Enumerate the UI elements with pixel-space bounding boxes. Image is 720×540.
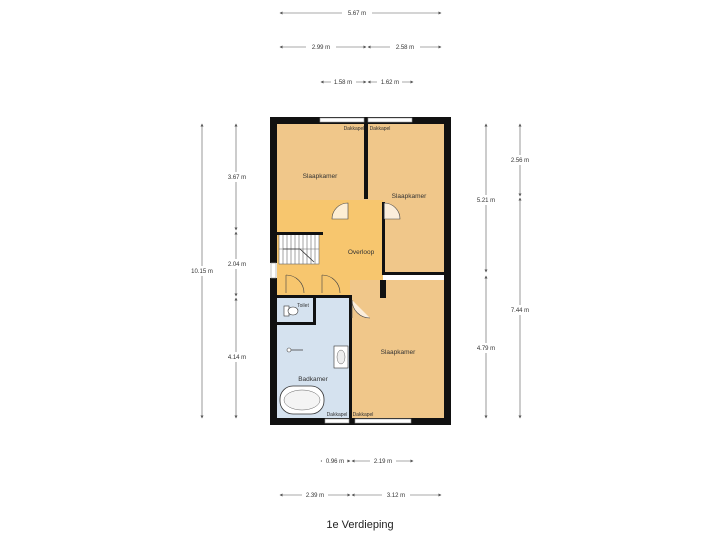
dimension-label-backgrounds: [188, 8, 534, 500]
label-badkamer: Badkamer: [298, 376, 328, 383]
dim-bottom-right: 3.12 m: [387, 493, 405, 499]
label-slaapkamer-1: Slaapkamer: [303, 173, 339, 180]
shower: [286, 347, 303, 353]
dim-right-outer-top: 2.56 m: [511, 158, 529, 164]
label-window-top-left: Dakkapel: [344, 126, 365, 132]
bathtub: [279, 385, 325, 415]
dim-left-top: 3.67 m: [228, 175, 246, 181]
dim-left-bottom: 4.14 m: [228, 355, 246, 361]
label-overloop: Overloop: [348, 249, 375, 256]
staircase: [278, 233, 320, 265]
room-slaapkamer-3: [350, 280, 444, 418]
label-slaapkamer-2: Slaapkamer: [392, 193, 428, 200]
toilet-bowl: [283, 305, 299, 317]
dim-right-inner-top: 5.21 m: [477, 198, 495, 204]
dim-top-inner-left: 1.58 m: [334, 80, 352, 86]
dim-top-total: 5.67 m: [348, 11, 366, 17]
label-window-top-right: Dakkapel: [370, 126, 391, 132]
dim-right-outer-bottom: 7.44 m: [511, 308, 529, 314]
dim-left-total: 10.15 m: [191, 269, 213, 275]
windows: [270, 117, 413, 424]
label-slaapkamer-3: Slaapkamer: [381, 349, 417, 356]
dim-top-left: 2.99 m: [312, 45, 330, 51]
dim-top-right: 2.58 m: [396, 45, 414, 51]
dim-bottom-inner-left: 0.96 m: [326, 459, 344, 465]
label-window-bottom-left: Dakkapel: [327, 412, 348, 418]
doors: [285, 202, 401, 319]
washbasin: [333, 345, 349, 369]
dim-top-inner-right: 1.62 m: [381, 80, 399, 86]
dim-bottom-left: 2.39 m: [306, 493, 324, 499]
dim-right-inner-bottom: 4.79 m: [477, 346, 495, 352]
floor-title: 1e Verdieping: [326, 519, 393, 531]
dim-left-mid: 2.04 m: [228, 262, 246, 268]
dim-bottom-inner-right: 2.19 m: [374, 459, 392, 465]
label-window-bottom-right: Dakkapel: [353, 412, 374, 418]
label-toilet: Toilet: [297, 303, 309, 309]
